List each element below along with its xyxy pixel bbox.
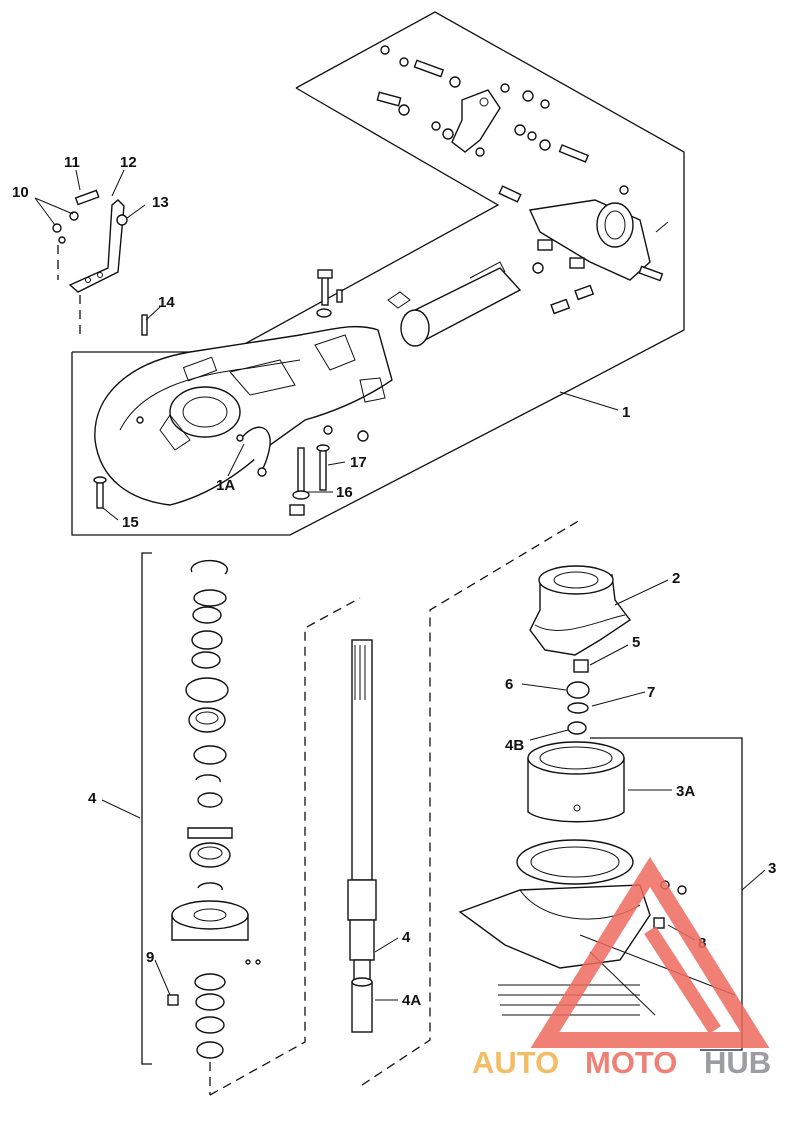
callout-1: 1 xyxy=(622,404,630,421)
steering-tube xyxy=(387,261,522,347)
housing-fasteners xyxy=(93,269,369,516)
watermark-auto: AUTO xyxy=(472,1045,559,1080)
callout-17: 17 xyxy=(350,454,367,471)
callout-1A: 1A xyxy=(216,477,235,494)
callout-4-left: 4 xyxy=(88,790,97,807)
callout-4A: 4A xyxy=(402,992,421,1009)
callout-9: 9 xyxy=(146,949,154,966)
watermark-logo: AUTO MOTO HUB xyxy=(472,856,771,1080)
callout-4B: 4B xyxy=(505,737,524,754)
callout-10: 10 xyxy=(12,184,29,201)
callout-13: 13 xyxy=(152,194,169,211)
callout-6: 6 xyxy=(505,676,513,693)
steering-yoke xyxy=(498,185,669,315)
watermark-hub: HUB xyxy=(704,1045,771,1080)
callout-3A: 3A xyxy=(676,783,695,800)
callout-15: 15 xyxy=(122,514,139,531)
jet-pump-housing xyxy=(94,325,393,506)
callout-labels: 11 12 10 13 14 1 17 1A 16 15 2 5 6 7 4B … xyxy=(12,154,776,1009)
callout-4-shaft: 4 xyxy=(402,929,411,946)
callout-2: 2 xyxy=(672,570,680,587)
mounting-bracket xyxy=(52,189,128,340)
callout-7: 7 xyxy=(647,684,655,701)
drive-shaft-outline xyxy=(209,519,581,1096)
impeller-assembly xyxy=(527,565,632,823)
bearing-stack-column xyxy=(141,552,261,1095)
callout-11: 11 xyxy=(64,154,80,171)
callout-14: 14 xyxy=(158,294,175,311)
callout-12: 12 xyxy=(120,154,137,171)
housing-assembly-outline xyxy=(71,11,685,536)
callout-16: 16 xyxy=(336,484,353,501)
callout-5: 5 xyxy=(632,634,640,651)
steering-hardware-cluster xyxy=(376,45,590,163)
watermark-moto: MOTO xyxy=(585,1045,677,1080)
callout-3: 3 xyxy=(768,860,776,877)
watermark-triangle-icon xyxy=(530,856,770,1048)
